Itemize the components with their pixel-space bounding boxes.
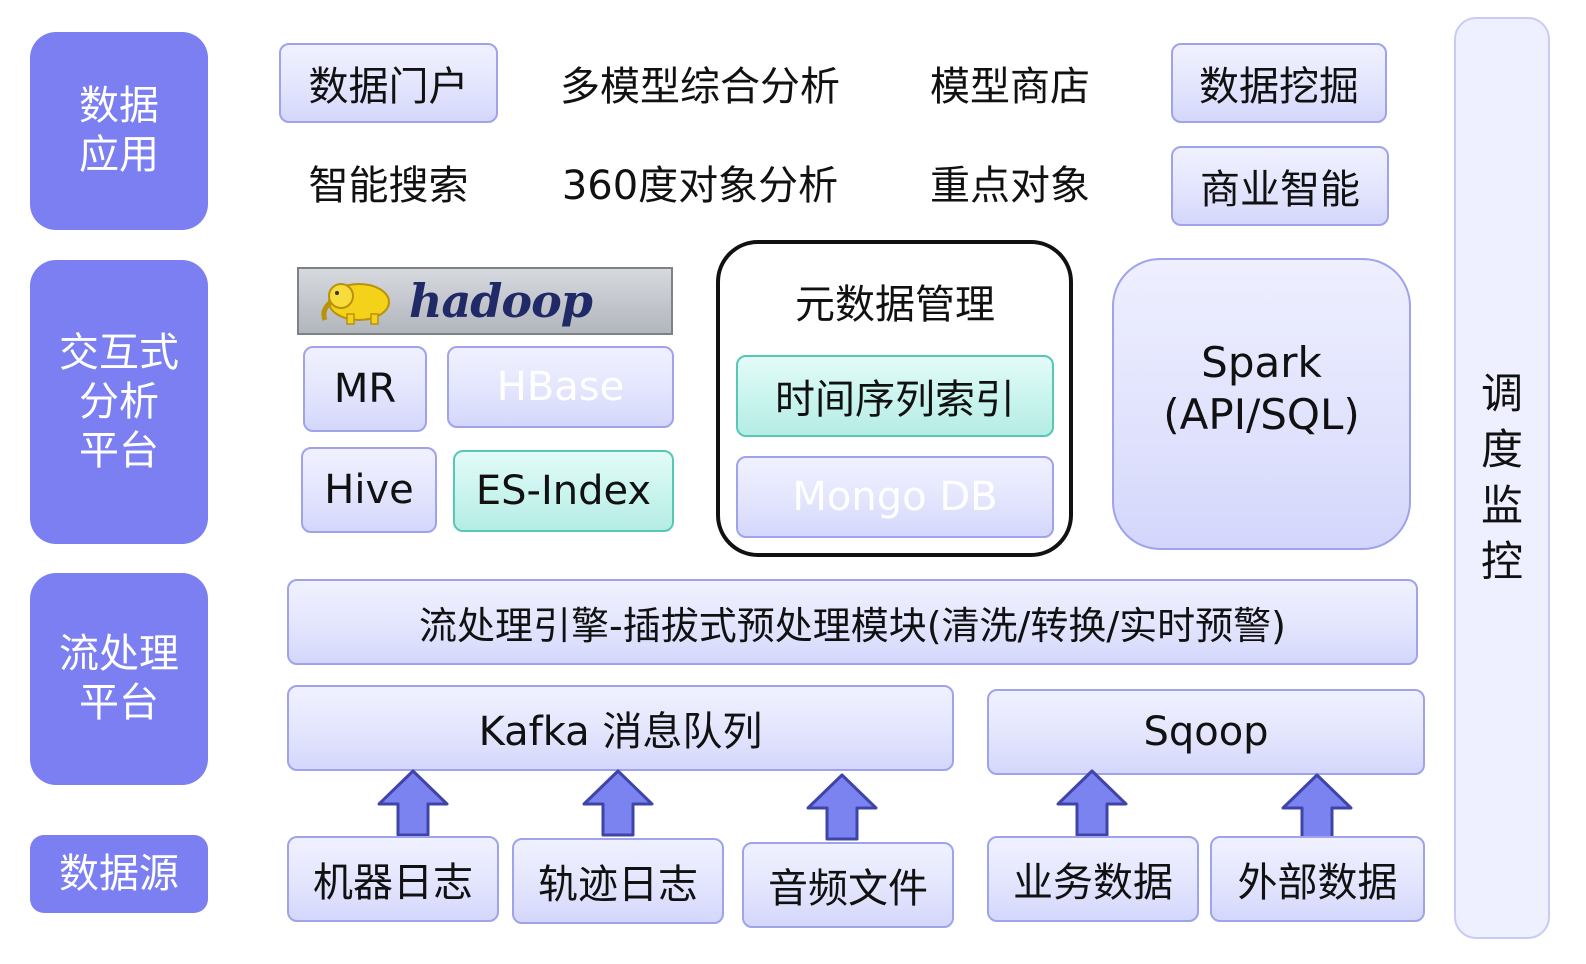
hadoop-es-index: ES-Index [453,450,674,532]
up-arrow-icon [1056,769,1128,837]
hadoop-elephant-icon [321,283,390,325]
kafka-message-queue: Kafka 消息队列 [287,685,954,771]
app-business-intelligence: 商业智能 [1171,146,1389,226]
hadoop-hbase: HBase [447,346,674,428]
sqoop: Sqoop [987,689,1425,775]
app-data-portal: 数据门户 [279,43,498,123]
layer-label-interactive-analysis: 交互式 分析 平台 [30,260,208,544]
source-external-data: 外部数据 [1210,836,1425,922]
up-arrow-icon [582,769,654,837]
scheduling-monitoring-bar: 调度监控 [1454,17,1550,939]
app-multi-model-analysis: 多模型综合分析 [560,64,840,110]
app-smart-search: 智能搜索 [308,163,469,209]
spark-api-sql: Spark (API/SQL) [1112,258,1411,550]
app-data-mining: 数据挖掘 [1171,43,1387,123]
layer-label-data-source: 数据源 [30,835,208,913]
layer-label-data-application: 数据 应用 [30,32,208,230]
source-trajectory-log: 轨迹日志 [512,838,724,924]
stream-processing-engine: 流处理引擎-插拔式预处理模块(清洗/转换/实时预警) [287,579,1418,665]
hadoop-logo: hadoop [297,267,673,335]
app-key-objects: 重点对象 [930,163,1090,209]
source-business-data: 业务数据 [987,836,1199,922]
app-360-object-analysis: 360度对象分析 [561,163,839,209]
scheduling-monitoring-label: 调度监控 [1480,369,1523,586]
app-model-store: 模型商店 [930,64,1090,110]
time-series-index: 时间序列索引 [736,355,1054,437]
hadoop-logo-text: hadoop [409,274,593,328]
source-audio-file: 音频文件 [742,842,954,928]
hadoop-hive: Hive [301,447,437,533]
up-arrow-icon [806,773,878,841]
mongo-db: Mongo DB [736,456,1054,538]
up-arrow-icon [377,769,449,837]
source-machine-log: 机器日志 [287,836,499,922]
layer-label-stream-processing: 流处理 平台 [30,573,208,785]
hadoop-mr: MR [303,346,427,432]
metadata-management-title: 元数据管理 [795,282,995,328]
up-arrow-icon [1281,773,1353,841]
